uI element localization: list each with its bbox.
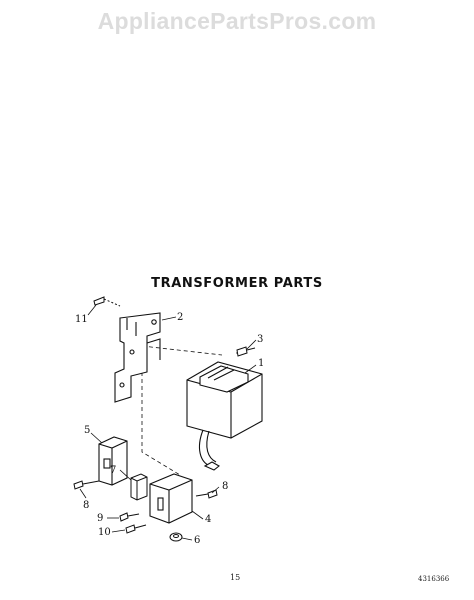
part-8-screw-right — [195, 489, 218, 499]
document-number: 4316366 — [418, 575, 450, 583]
callout-1: 1 — [258, 358, 264, 369]
callout-6: 6 — [194, 535, 200, 546]
callout-8-right: 8 — [222, 481, 228, 492]
callout-10: 10 — [98, 527, 111, 538]
part-11-screw — [93, 296, 121, 307]
callout-4: 4 — [205, 514, 211, 525]
callout-3: 3 — [257, 334, 263, 345]
part-1-transformer — [186, 361, 263, 471]
part-9-screw — [119, 512, 140, 522]
part-5-thermal-protector — [98, 436, 128, 486]
part-10-screw — [125, 524, 147, 534]
leader-lines — [79, 304, 257, 541]
page-title: TRANSFORMER PARTS — [151, 276, 323, 291]
part-6-nut — [169, 532, 183, 542]
watermark: AppliancePartsPros.com — [97, 8, 377, 34]
part-8-screw-left — [73, 480, 100, 490]
page-number: 15 — [230, 573, 241, 582]
callout-7: 7 — [110, 465, 116, 476]
part-3-screw — [236, 346, 256, 357]
callout-8-left: 8 — [83, 500, 89, 511]
callout-9: 9 — [97, 513, 103, 524]
callout-5: 5 — [84, 425, 90, 436]
callout-2: 2 — [177, 312, 183, 323]
callout-11: 11 — [75, 314, 88, 325]
part-4-cover — [149, 473, 193, 524]
part-2-mounting-bracket — [114, 312, 161, 403]
part-7-clip — [130, 473, 148, 501]
callout-labels: 1 2 3 4 5 6 7 8 8 9 10 11 — [75, 312, 264, 546]
